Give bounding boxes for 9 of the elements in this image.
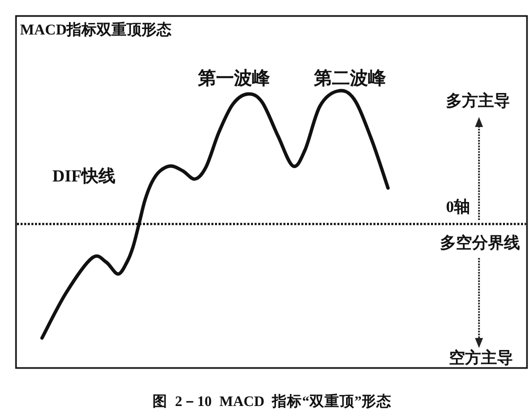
peak-label: 第二波峰 [314,69,386,87]
curve-label: DIF快线 [52,168,116,184]
zone-label: 多方主导 [446,94,510,110]
axis-label: 多空分界线 [440,236,520,252]
chart-title: MACD指标双重顶形态 [20,24,172,38]
peak-label: 第一波峰 [198,69,270,87]
axis-label: 0轴 [446,200,470,216]
figure-caption: 图 2－10 MACD 指标“双重顶”形态 [152,394,392,410]
zone-label: 空方主导 [449,351,513,367]
